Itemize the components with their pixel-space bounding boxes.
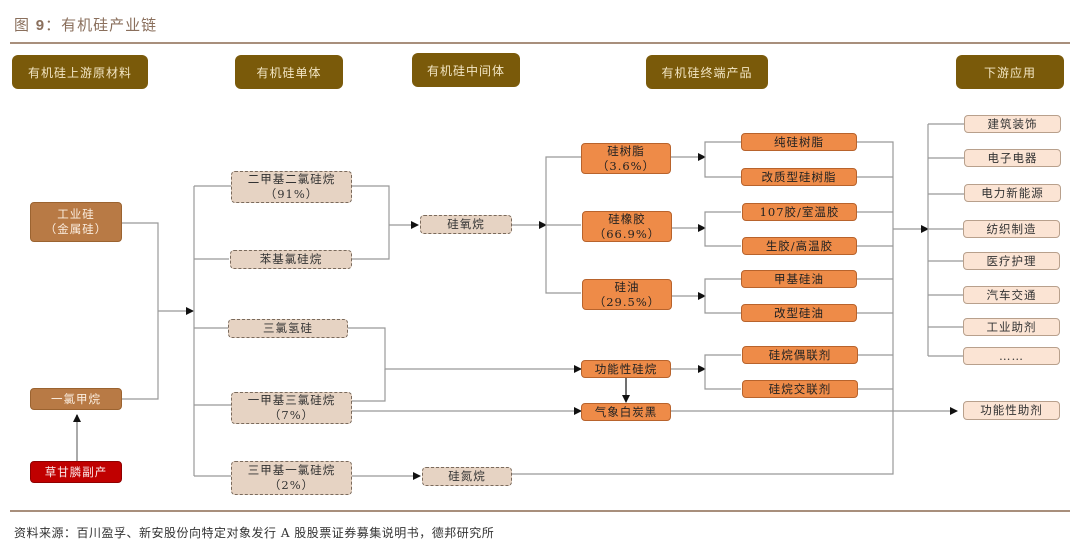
node-dmdcs: 二甲基二氯硅烷 （91%） [231,171,352,203]
header-monomer: 有机硅单体 [235,55,343,89]
node-sublabel: （金属硅） [44,222,108,236]
node-siloxane: 硅氧烷 [420,215,512,234]
app-new-energy: 电力新能源 [964,184,1061,202]
app-electronics: 电子电器 [964,149,1061,167]
node-sublabel: （3.6%） [596,158,656,173]
node-label: 三甲基一氯硅烷 [247,463,336,477]
node-trichlorosilane: 三氯氢硅 [228,319,348,338]
node-modified-silicone-oil: 改型硅油 [741,304,857,322]
node-sublabel: （66.9%） [593,226,661,241]
node-mtcs: 一甲基三氯硅烷 （7%） [231,392,352,424]
node-label: 工业硅 [57,207,95,221]
node-pure-silicone-resin: 纯硅树脂 [741,133,857,151]
node-modified-silicone-resin: 改质型硅树脂 [741,168,857,186]
node-label: 一甲基三氯硅烷 [247,393,336,407]
node-sublabel: （29.5%） [593,294,661,309]
node-sublabel: （2%） [268,478,315,492]
figure-title: 图 9：有机硅产业链 [14,16,158,34]
header-upstream: 有机硅上游原材料 [12,55,148,89]
bottom-divider [10,510,1070,512]
node-silicone-resin: 硅树脂 （3.6%） [581,143,671,174]
node-silane-crosslinker: 硅烷交联剂 [742,380,858,398]
app-more: …… [963,347,1060,365]
app-automotive: 汽车交通 [963,286,1060,304]
header-downstream: 下游应用 [956,55,1064,89]
node-silicone-rubber: 硅橡胶 （66.9%） [582,211,672,242]
node-fumed-silica: 气象白炭黑 [581,403,671,421]
node-methyl-chloride: 一氯甲烷 [30,388,122,410]
node-silicone-oil: 硅油 （29.5%） [582,279,672,310]
app-textiles: 纺织制造 [963,220,1060,238]
app-medical: 医疗护理 [963,252,1060,270]
node-htv-rubber: 生胶/高温胶 [742,237,857,255]
node-glyphosate-byproduct: 草甘膦副产 [30,461,122,483]
node-label: 二甲基二氯硅烷 [247,172,336,186]
header-intermediate: 有机硅中间体 [412,53,520,87]
node-sublabel: （7%） [268,408,315,422]
node-silazane: 硅氮烷 [422,467,512,486]
node-phenyl-chlorosilane: 苯基氯硅烷 [230,250,352,269]
node-rtv-rubber: 107胶/室温胶 [742,203,857,221]
source-note: 资料来源：百川盈孚、新安股份向特定对象发行 A 股股票证券募集说明书，德邦研究所 [14,526,495,540]
app-functional-additive: 功能性助剂 [963,401,1060,420]
top-divider [10,42,1070,44]
node-sublabel: （91%） [264,187,319,201]
node-label: 硅油 [614,279,640,294]
node-tmcs: 三甲基一氯硅烷 （2%） [231,461,352,495]
node-functional-silane: 功能性硅烷 [581,360,671,378]
app-construction: 建筑装饰 [964,115,1061,133]
node-methyl-silicone-oil: 甲基硅油 [741,270,857,288]
header-end-products: 有机硅终端产品 [646,55,768,89]
node-industrial-silicon: 工业硅 （金属硅） [30,202,122,242]
node-silane-coupling-agent: 硅烷偶联剂 [742,346,858,364]
app-industrial-additives: 工业助剂 [963,318,1060,336]
node-label: 硅树脂 [607,143,645,158]
node-label: 硅橡胶 [608,211,646,226]
